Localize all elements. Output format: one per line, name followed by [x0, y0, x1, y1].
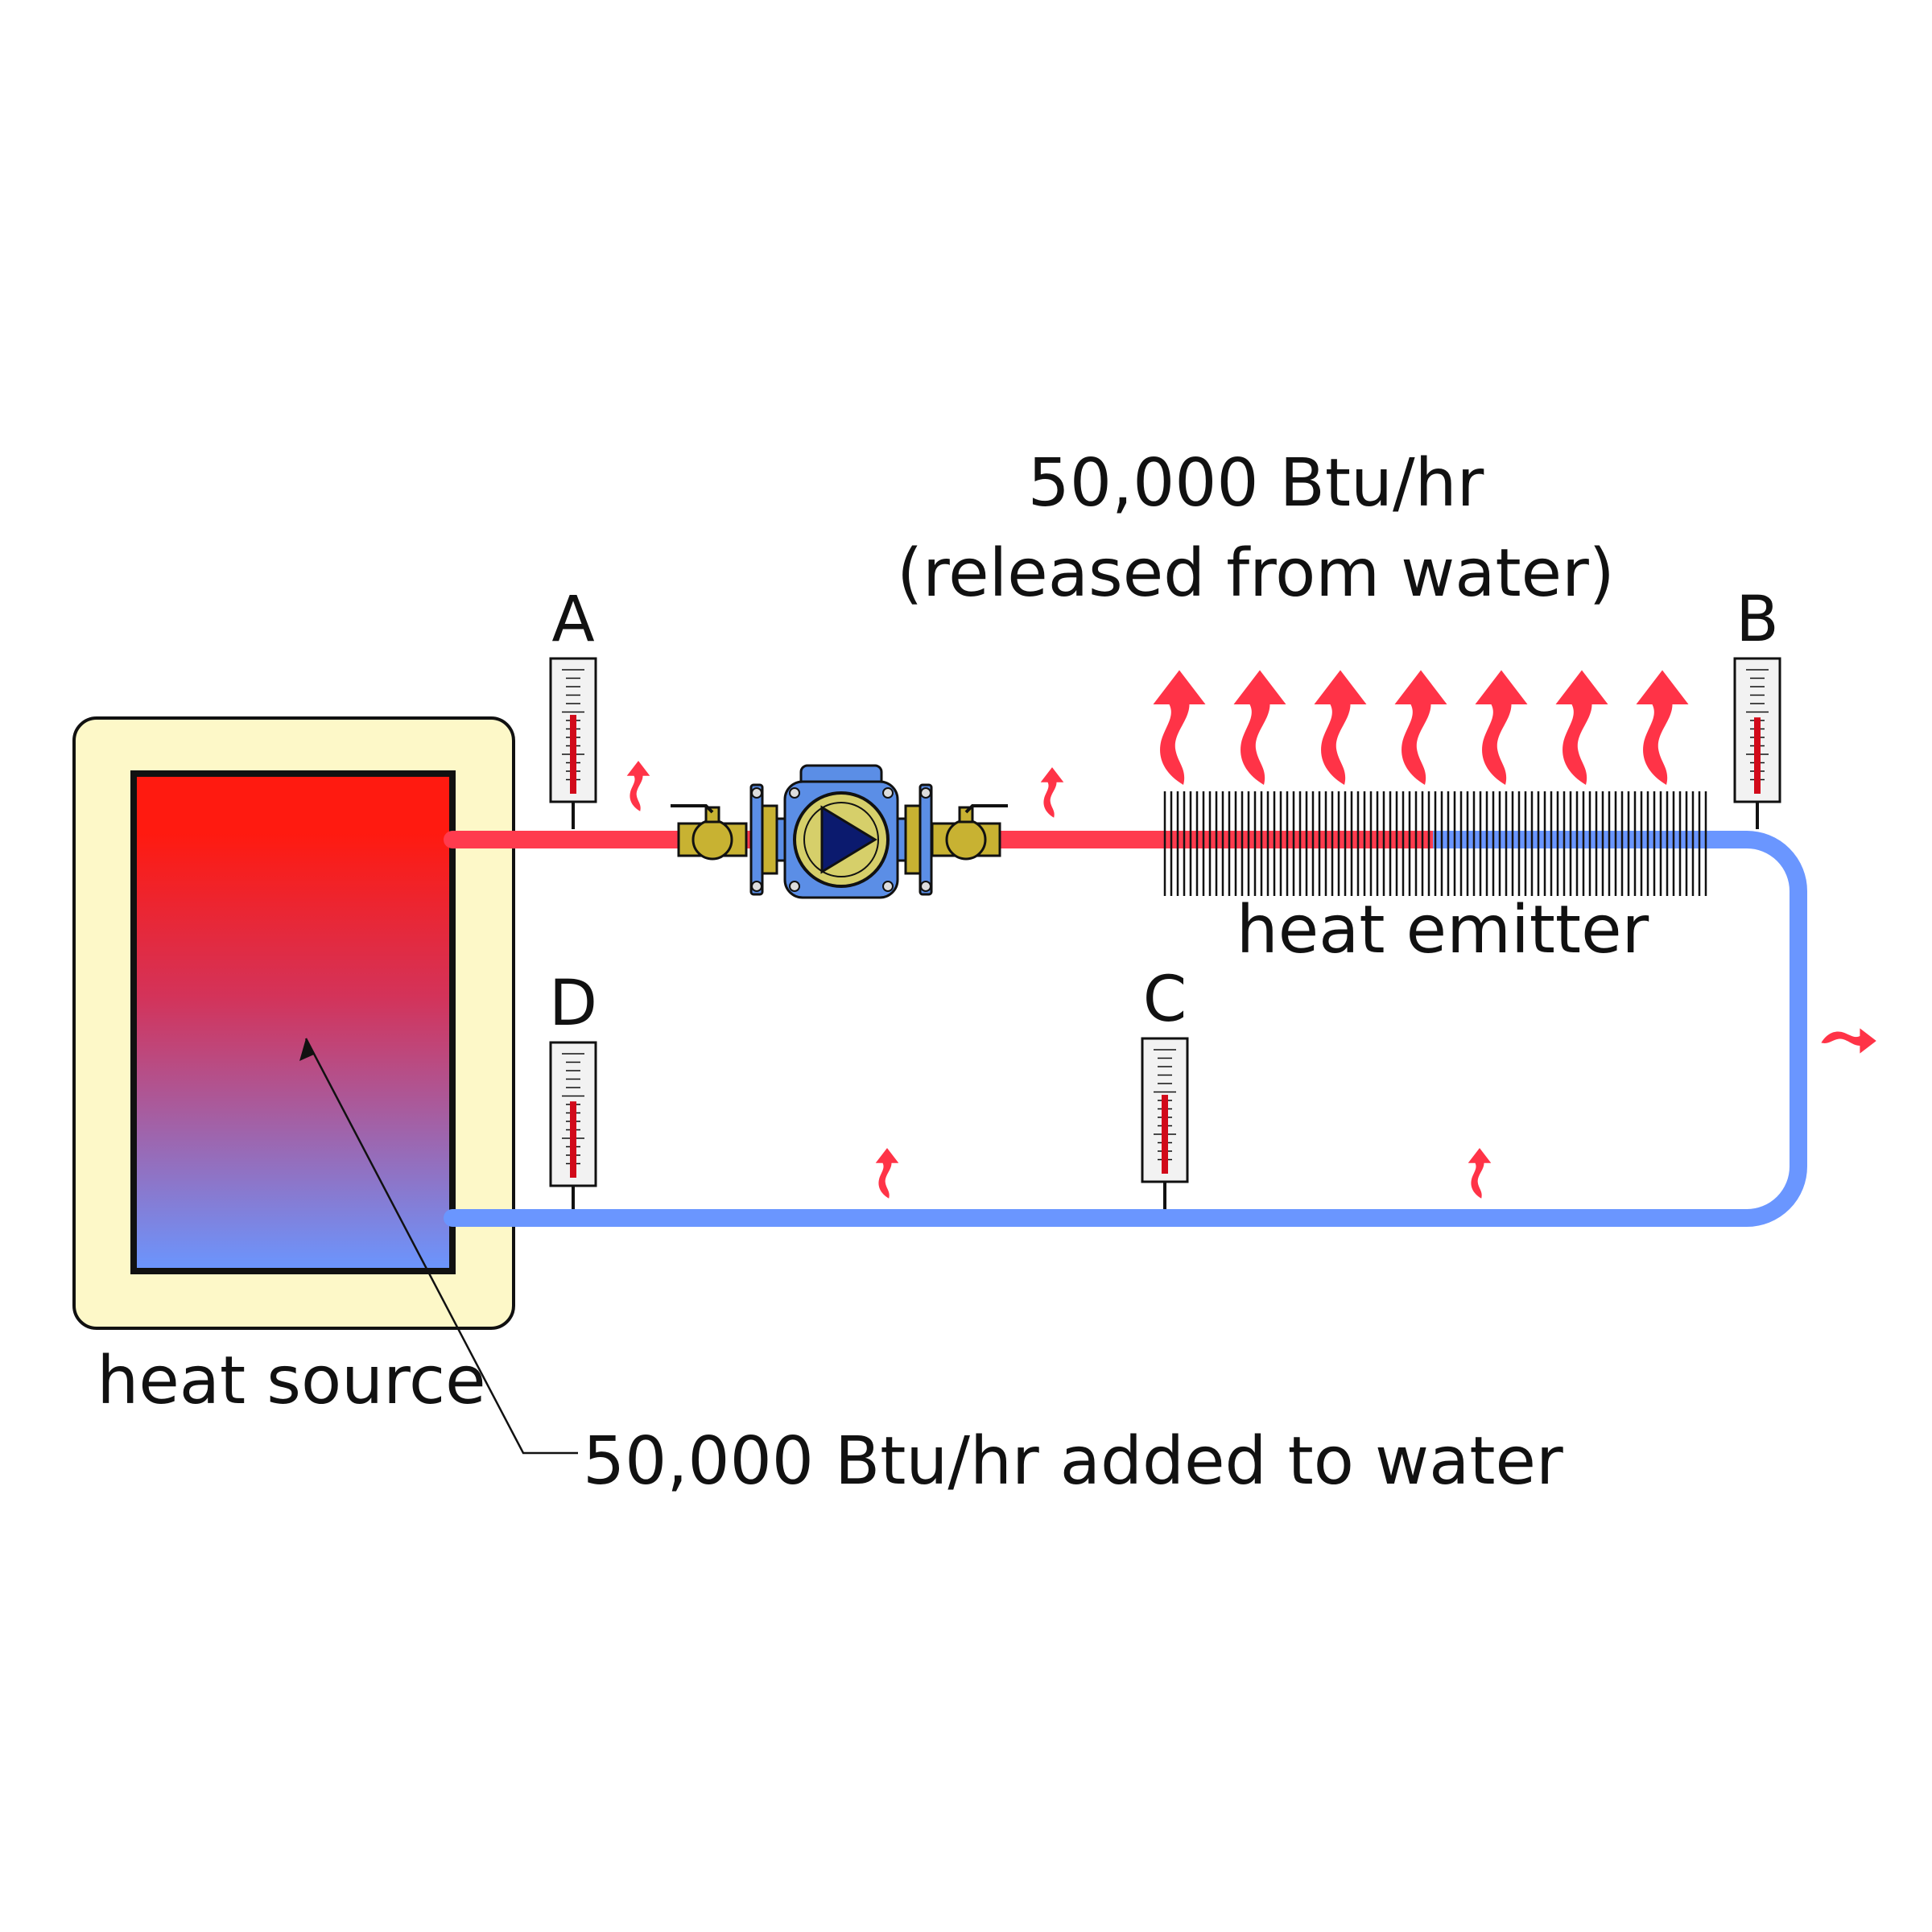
rising-heat-arrow-icon — [875, 1148, 899, 1199]
thermometer-d: D — [549, 968, 597, 1209]
rising-heat-arrow-icon — [1475, 670, 1528, 785]
rising-heat-arrow-icon — [1555, 670, 1608, 785]
emitter-return-pipe — [452, 831, 1807, 1227]
pointer-arrowhead-icon — [299, 1038, 314, 1061]
thermometers: A B C D — [549, 584, 1781, 1209]
thermometer-c: C — [1141, 964, 1189, 1209]
thermometer-fluid — [570, 715, 576, 794]
rising-heat-arrow-icon — [1233, 670, 1286, 785]
rising-heat-arrow-icon — [1394, 670, 1447, 785]
heat-emitter-fins — [1163, 791, 1707, 896]
circulator-pump-icon[interactable] — [749, 764, 933, 899]
heat-source-vessel — [130, 770, 456, 1274]
rising-heat-arrow-icon — [1153, 670, 1206, 785]
thermometer-label: B — [1736, 584, 1779, 656]
thermometer-a: A — [549, 584, 597, 829]
thermometer-label: A — [551, 584, 594, 656]
thermometer-fluid — [1754, 717, 1761, 794]
source-input-label: 50,000 Btu/hr added to water — [583, 1423, 1563, 1500]
pump-flow-arrow-icon — [820, 805, 877, 874]
thermometer-fluid — [1162, 1095, 1168, 1174]
rising-heat-arrow-icon — [1314, 670, 1367, 785]
ball-valve-icon[interactable] — [931, 804, 1008, 861]
rising-heat-arrow-icon — [1821, 1028, 1876, 1054]
emitter-output-title: 50,000 Btu/hr — [1028, 445, 1484, 522]
rising-heat-arrow-icon — [1468, 1148, 1492, 1199]
heat-source-label: heat source — [97, 1343, 485, 1419]
thermometer-fluid — [570, 1101, 576, 1178]
rising-heat-arrow-icon — [1636, 670, 1689, 785]
source-pointer-leader — [299, 1038, 578, 1455]
emitter-output-subtitle: (released from water) — [897, 535, 1615, 612]
thermometer-b: B — [1733, 584, 1781, 829]
ball-valve-icon[interactable] — [671, 804, 748, 861]
heat-emitter-label: heat emitter — [1236, 892, 1649, 968]
thermometer-label: C — [1143, 964, 1187, 1036]
rising-heat-arrow-icon — [1040, 767, 1064, 818]
thermometer-label: D — [549, 968, 597, 1040]
rising-heat-arrow-icon — [626, 761, 650, 811]
